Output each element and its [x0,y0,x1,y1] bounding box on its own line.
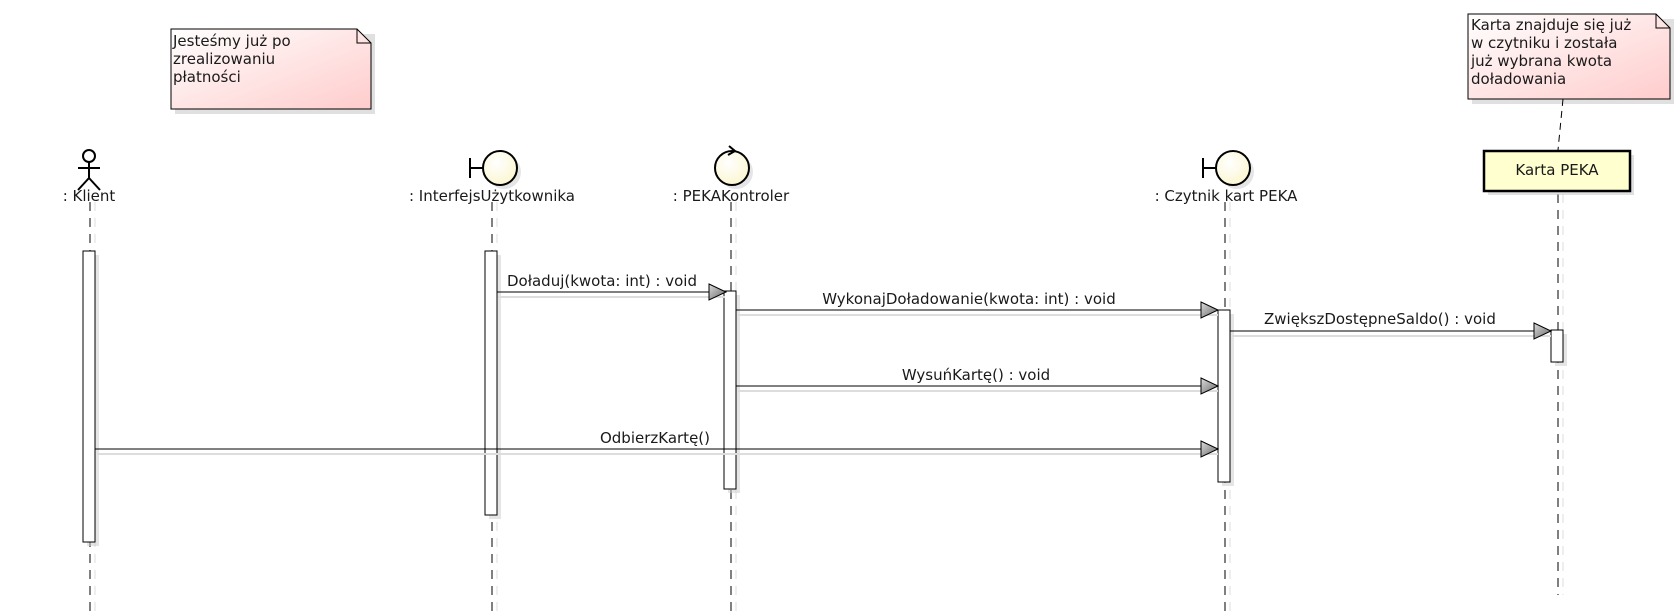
arrowhead [708,283,728,301]
message-label: Doładuj(kwota: int) : void [507,272,697,290]
participant-label: : PEKAKontroler [673,187,790,205]
boundary-icon [1202,150,1254,189]
object-karta: Karta PEKA [1482,149,1634,195]
activation-czytnik [1217,309,1231,483]
message-odbierz-karte: OdbierzKartę() [95,429,1220,458]
note-line: już wybrana kwota [1470,52,1612,70]
lifelines [89,194,1564,612]
activation-interfejs [484,250,498,516]
boundary-interfejs: : InterfejsUżytkownika [409,150,575,205]
message-label: WysuńKartę() : void [902,366,1050,384]
participant-label: : Czytnik kart PEKA [1155,187,1299,205]
note-card: Karta znajduje się już w czytniku i zost… [1467,13,1674,151]
message-doladuj: Doładuj(kwota: int) : void [497,272,728,301]
participant-label: Karta PEKA [1515,161,1599,179]
message-wykonaj-doladowanie: WykonajDoładowanie(kwota: int) : void [736,290,1220,319]
activation-karta [1550,329,1564,363]
control-icon [714,145,753,189]
participant-label: : Klient [63,187,116,205]
activation-kontroler [723,290,737,490]
activations [82,250,1567,546]
arrowhead [1533,322,1553,340]
message-label: OdbierzKartę() [600,429,710,447]
activation-klient [82,250,96,543]
note-line: Jesteśmy już po [172,32,291,50]
note-line: doładowania [1471,70,1566,88]
note-line: zrealizowaniu [173,50,275,68]
note-line: Karta znajduje się już [1471,16,1631,34]
boundary-icon [469,150,521,189]
actor-klient: : Klient [63,149,116,205]
note-payment: Jesteśmy już po zrealizowaniu płatności [170,28,375,114]
boundary-czytnik: : Czytnik kart PEKA [1155,150,1299,205]
note-line: płatności [173,68,241,86]
message-label: WykonajDoładowanie(kwota: int) : void [822,290,1116,308]
actor-icon [77,149,101,191]
note-line: w czytniku i została [1471,34,1617,52]
message-zwieksz-saldo: ZwiększDostępneSaldo() : void [1230,310,1553,340]
message-wysun-karte: WysuńKartę() : void [736,366,1220,395]
arrowhead [1200,377,1220,395]
control-kontroler: : PEKAKontroler [673,145,790,205]
message-label: ZwiększDostępneSaldo() : void [1264,310,1496,328]
arrowhead [1200,440,1220,458]
participant-label: : InterfejsUżytkownika [409,187,575,205]
arrowhead [1200,301,1220,319]
